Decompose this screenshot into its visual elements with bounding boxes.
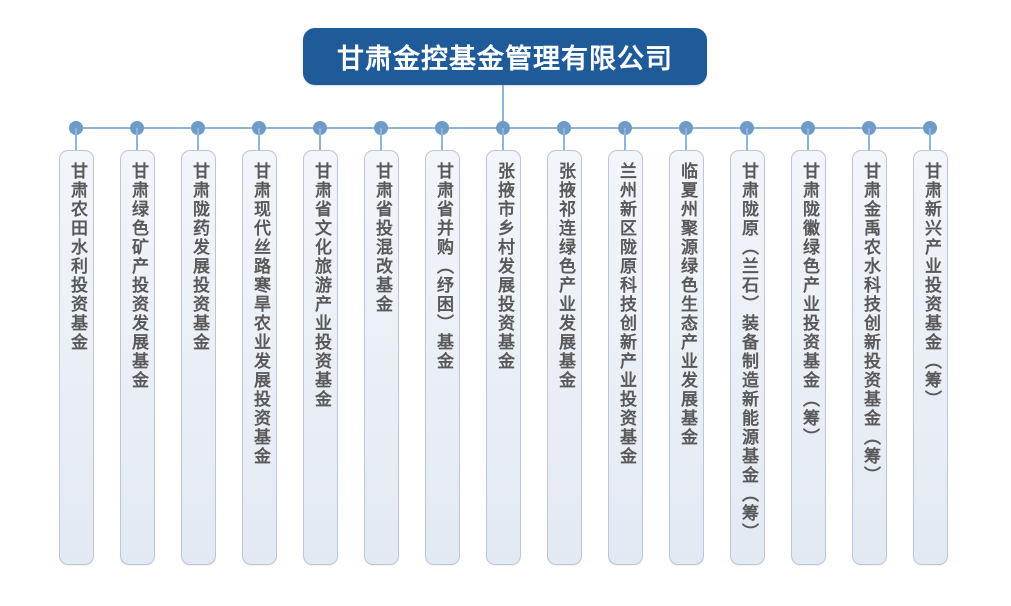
fund-node: 甘肃农田水利投资基金 (59, 150, 94, 565)
connector-stub (868, 128, 870, 151)
fund-node: 甘肃现代丝路寒旱农业发展投资基金 (242, 150, 277, 565)
fund-node: 兰州新区陇原科技创新产业投资基金 (608, 150, 643, 565)
fund-node: 甘肃陇徽绿色产业投资基金（筹） (791, 150, 826, 565)
connector-stub (502, 128, 504, 151)
fund-node: 甘肃新兴产业投资基金（筹） (913, 150, 948, 565)
fund-node: 甘肃陇原（兰石）装备制造新能源基金（筹） (730, 150, 765, 565)
connector-stub (136, 128, 138, 151)
fund-node: 临夏州聚源绿色生态产业发展基金 (669, 150, 704, 565)
fund-node-label: 兰州新区陇原科技创新产业投资基金 (616, 162, 636, 466)
root-connector-stem (502, 85, 504, 128)
fund-node-label: 甘肃省并购（纾困）基金 (433, 162, 453, 371)
fund-node-label: 甘肃金禹农水科技创新投资基金（筹） (860, 162, 880, 485)
fund-node: 甘肃省并购（纾困）基金 (425, 150, 460, 565)
connector-stub (319, 128, 321, 151)
connector-stub (929, 128, 931, 151)
connector-stub (807, 128, 809, 151)
connector-stub (380, 128, 382, 151)
connector-stub (75, 128, 77, 151)
fund-node: 甘肃省投混改基金 (364, 150, 399, 565)
fund-node-label: 甘肃新兴产业投资基金（筹） (921, 162, 941, 409)
fund-node-label: 甘肃省投混改基金 (372, 162, 392, 314)
connector-stub (197, 128, 199, 151)
fund-node: 甘肃陇药发展投资基金 (181, 150, 216, 565)
fund-node-label: 甘肃省文化旅游产业投资基金 (311, 162, 331, 409)
root-company-label: 甘肃金控基金管理有限公司 (337, 44, 673, 75)
fund-node-label: 甘肃陇徽绿色产业投资基金（筹） (799, 162, 819, 447)
connector-stub (563, 128, 565, 151)
fund-node: 张掖市乡村发展投资基金 (486, 150, 521, 565)
connector-stub (746, 128, 748, 151)
fund-node-label: 张掖市乡村发展投资基金 (494, 162, 514, 371)
fund-node-label: 甘肃陇药发展投资基金 (189, 162, 209, 352)
fund-node: 甘肃绿色矿产投资发展基金 (120, 150, 155, 565)
fund-node-label: 甘肃绿色矿产投资发展基金 (128, 162, 148, 390)
fund-node-label: 甘肃陇原（兰石）装备制造新能源基金（筹） (738, 162, 758, 542)
fund-node-label: 甘肃农田水利投资基金 (67, 162, 87, 352)
connector-stub (441, 128, 443, 151)
connector-stub (258, 128, 260, 151)
fund-node-label: 甘肃现代丝路寒旱农业发展投资基金 (250, 162, 270, 466)
connector-stub (624, 128, 626, 151)
root-company-node: 甘肃金控基金管理有限公司 (303, 28, 707, 85)
connector-stub (685, 128, 687, 151)
fund-node-label: 张掖祁连绿色产业发展基金 (555, 162, 575, 390)
fund-node: 甘肃金禹农水科技创新投资基金（筹） (852, 150, 887, 565)
fund-node: 张掖祁连绿色产业发展基金 (547, 150, 582, 565)
fund-node-label: 临夏州聚源绿色生态产业发展基金 (677, 162, 697, 447)
fund-node: 甘肃省文化旅游产业投资基金 (303, 150, 338, 565)
